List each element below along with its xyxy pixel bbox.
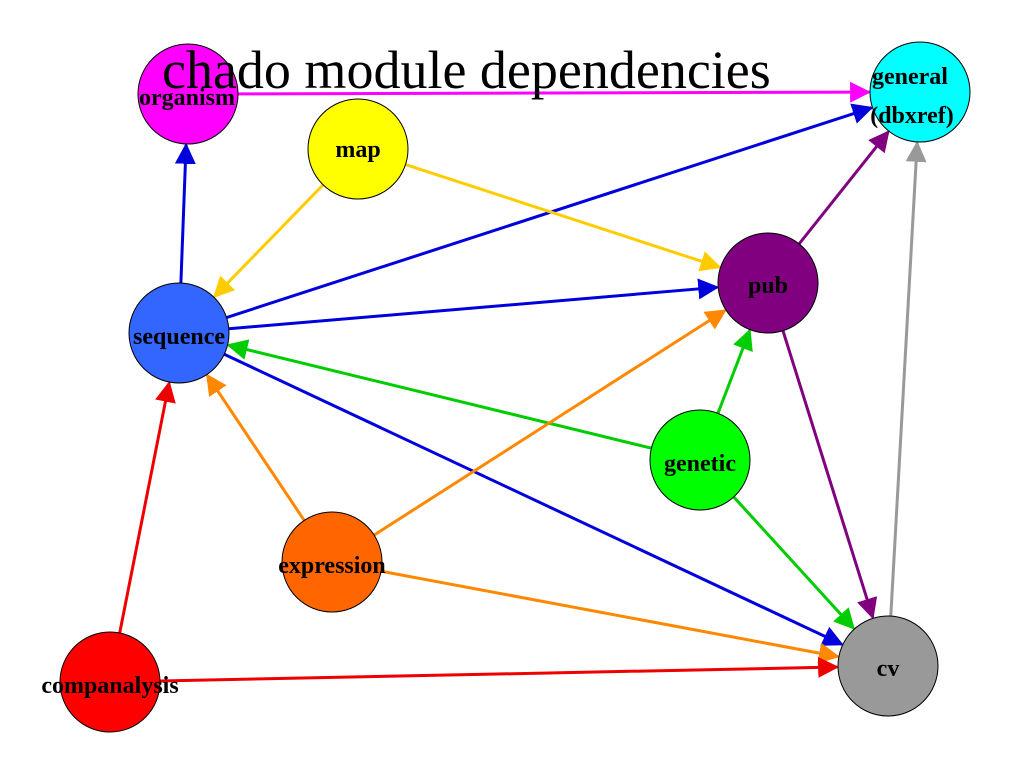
node-general (869, 41, 971, 143)
node-companalysis (59, 631, 161, 733)
edge-pub-to-general (797, 130, 890, 245)
node-cv (837, 615, 939, 717)
edge-genetic-to-cv (732, 495, 856, 630)
node-label-genetic: genetic (664, 451, 736, 477)
edge-expression-to-cv (380, 569, 840, 664)
edge-companalysis-to-cv (159, 656, 840, 683)
node-expression (281, 511, 383, 613)
diagram-title: chado module dependencies (162, 40, 771, 100)
edge-genetic-to-pub (716, 328, 753, 414)
labels-layer: organism map general (dbxref) pub sequence gen… (41, 64, 953, 699)
node-sublabel-general: (dbxref) (870, 103, 954, 129)
node-label-cv: cv (877, 656, 900, 682)
node-pub (717, 232, 819, 334)
node-label-sequence: sequence (133, 324, 225, 350)
edge-expression-to-pub (373, 309, 727, 537)
node-label-companalysis: companalysis (41, 673, 178, 699)
edge-sequence-to-organism (174, 142, 196, 284)
edge-organism-to-general (237, 81, 872, 103)
edge-genetic-to-sequence (226, 339, 652, 450)
edge-companalysis-to-sequence (118, 380, 176, 634)
node-sequence (128, 282, 230, 384)
edge-sequence-to-pub (228, 278, 720, 331)
node-label-general: general (872, 64, 948, 90)
edges-layer (118, 81, 927, 683)
node-organism (137, 43, 239, 145)
node-map (307, 98, 409, 200)
node-label-expression: expression (278, 553, 386, 579)
node-label-map: map (335, 137, 380, 163)
edge-sequence-to-cv (223, 352, 844, 646)
edge-pub-to-cv (781, 330, 878, 620)
node-genetic (649, 409, 751, 511)
edge-map-to-sequence (213, 183, 325, 298)
edge-expression-to-sequence (206, 373, 306, 522)
edge-map-to-pub (405, 163, 722, 272)
node-label-pub: pub (748, 273, 788, 299)
node-label-organism: organism (139, 85, 235, 111)
edge-cv-to-general (889, 140, 927, 617)
nodes-layer (59, 41, 971, 733)
